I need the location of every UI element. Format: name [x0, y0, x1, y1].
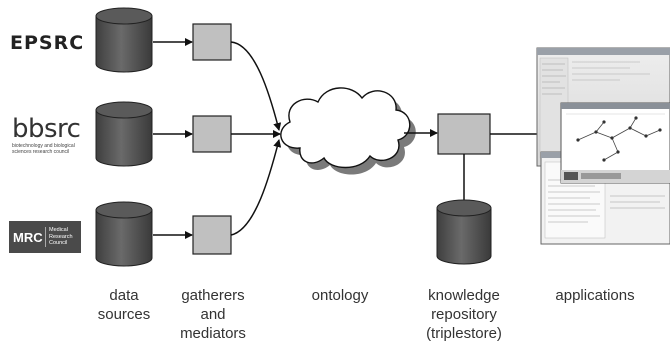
mrc-logo-abbr: MRC — [13, 229, 43, 245]
mrc-logo-fullname: Medical Research Council — [45, 227, 73, 247]
arrow-gatherer-to-ontology-3 — [230, 139, 282, 236]
label-data-sources: data sources — [97, 287, 151, 323]
label-applications: applications — [555, 287, 635, 304]
bbsrc-logo-text: bbsrc — [12, 114, 81, 144]
arrow-gatherer-to-ontology-1 — [230, 41, 282, 131]
bbsrc-logo-subtitle: biotechnology and biological sciences re… — [12, 143, 75, 155]
gatherer-box-1 — [192, 23, 232, 61]
epsrc-logo: EPSRC — [10, 32, 85, 54]
mrc-logo: MRC Medical Research Council — [9, 221, 81, 253]
epsrc-logo-text: EPSRC — [10, 32, 85, 54]
label-ontology: ontology — [311, 287, 369, 304]
database-cylinder-epsrc — [95, 7, 153, 73]
bbsrc-logo: bbsrc biotechnology and biological scien… — [12, 115, 84, 163]
gatherer-box-2 — [192, 115, 232, 153]
database-cylinder-mrc — [95, 201, 153, 267]
database-cylinder-bbsrc — [95, 101, 153, 167]
ontology-cloud — [280, 87, 416, 175]
application-screenshot-front — [560, 102, 670, 184]
label-knowledge-repository: knowledge repository (triplestore) — [426, 287, 502, 342]
repository-box — [437, 113, 491, 155]
gatherer-box-3 — [192, 215, 232, 255]
label-gatherers-mediators: gatherers and mediators — [180, 287, 246, 342]
triplestore-cylinder — [436, 199, 492, 265]
